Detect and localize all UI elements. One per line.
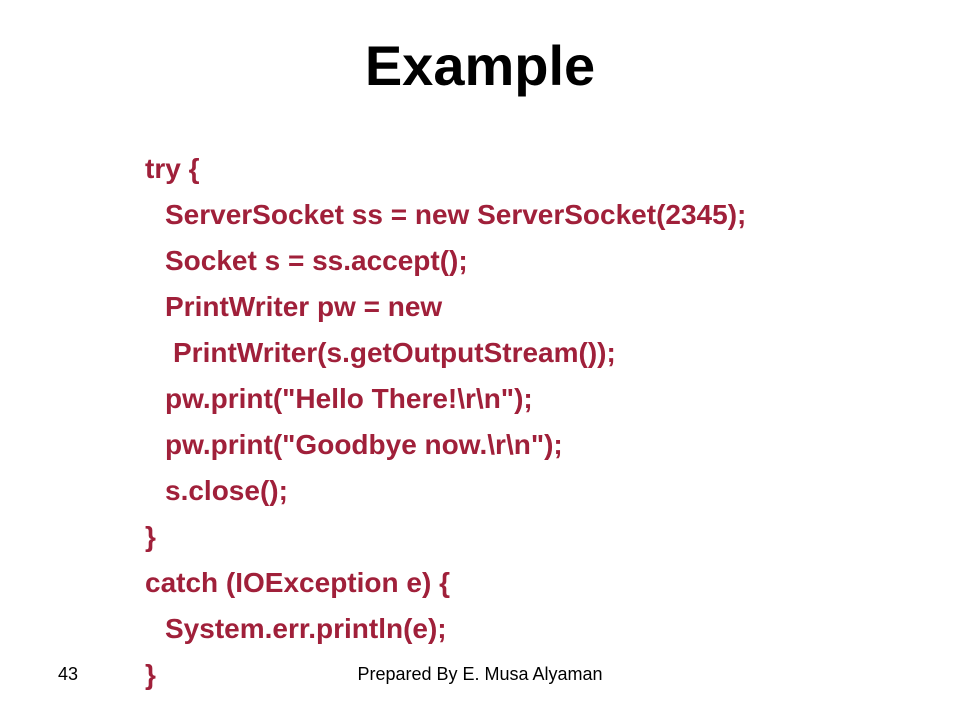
code-line: }: [145, 659, 156, 690]
code-line: pw.print("Goodbye now.\r\n");: [165, 429, 563, 460]
slide-title: Example: [364, 34, 596, 97]
page-number: 43: [58, 664, 79, 684]
code-block: try { ServerSocket ss = new ServerSocket(…: [145, 146, 925, 698]
code-line: try {: [145, 153, 200, 184]
code-line: Socket s = ss.accept();: [165, 245, 468, 276]
code-line: PrintWriter(s.getOutputStream());: [173, 337, 616, 368]
code-line: }: [145, 521, 156, 552]
code-line: catch (IOException e) {: [145, 567, 450, 598]
code-line: pw.print("Hello There!\r\n");: [165, 383, 533, 414]
code-line: ServerSocket ss = new ServerSocket(2345)…: [165, 199, 747, 230]
code-line: s.close();: [165, 475, 288, 506]
footer-credit: Prepared By E. Musa Alyaman: [357, 664, 603, 684]
code-line: PrintWriter pw = new: [165, 291, 443, 322]
code-line: System.err.println(e);: [165, 613, 447, 644]
